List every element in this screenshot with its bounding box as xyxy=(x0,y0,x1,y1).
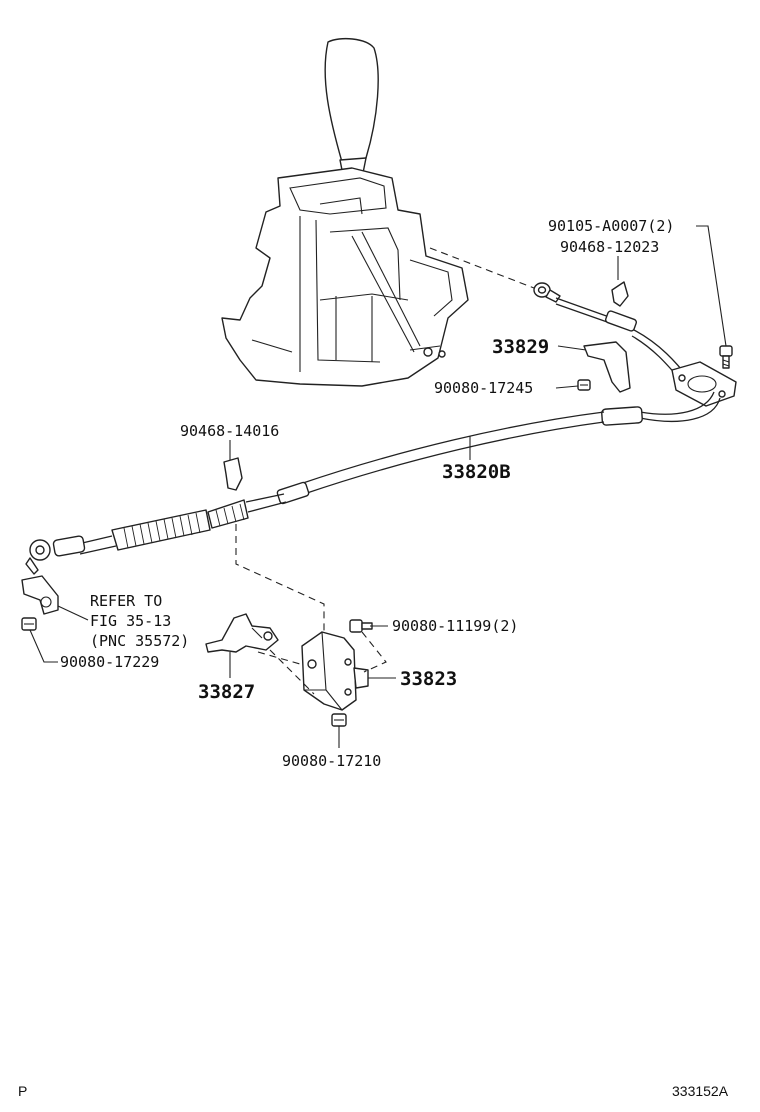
label-33829: 33829 xyxy=(492,336,549,358)
label-90080-17245: 90080-17245 xyxy=(434,379,533,397)
label-pnc-35572: (PNC 35572) xyxy=(90,632,189,650)
bracket-33827 xyxy=(205,613,279,653)
grommet-plate xyxy=(671,361,737,407)
assembly-dashed-line-2 xyxy=(257,651,301,665)
label-90080-17210: 90080-17210 xyxy=(282,752,381,770)
label-fig-35-13: FIG 35-13 xyxy=(90,612,171,630)
assembly-dashed-line-4 xyxy=(361,631,387,673)
footer-left-mark: P xyxy=(18,1083,27,1099)
label-90468-12023: 90468-12023 xyxy=(560,238,659,256)
label-90105-A0007: 90105-A0007(2) xyxy=(548,217,674,235)
figure-code: 333152A xyxy=(672,1083,729,1099)
leader-refer-fig xyxy=(57,605,89,621)
bolt-90105-A0007 xyxy=(719,345,733,369)
retainer-clip-upper xyxy=(611,281,629,307)
bracket-33823 xyxy=(301,631,369,711)
nut-90080-17229 xyxy=(21,617,37,631)
nut-90080-17245 xyxy=(577,379,591,391)
label-90468-14016: 90468-14016 xyxy=(180,422,279,440)
label-refer-to: REFER TO xyxy=(90,592,162,610)
leader-90105-A0007 xyxy=(696,225,727,347)
cable-route-dashed-line xyxy=(429,247,535,289)
label-33827: 33827 xyxy=(198,681,255,703)
cable-bracket-left xyxy=(21,575,59,615)
retainer-clip-lower xyxy=(223,457,243,491)
label-33823: 33823 xyxy=(400,668,457,690)
label-90080-11199: 90080-11199(2) xyxy=(392,617,518,635)
shift-lever-assembly xyxy=(221,37,469,387)
leader-90080-17245 xyxy=(555,385,579,389)
transmission-control-cable xyxy=(25,391,721,575)
leader-90080-17229 xyxy=(29,629,58,663)
bolt-90080-11199 xyxy=(349,619,373,633)
assembly-dashed-line-3 xyxy=(269,649,315,695)
leader-33829 xyxy=(557,345,587,351)
bracket-33829 xyxy=(583,341,631,393)
assembly-dashed-line-1 xyxy=(235,524,325,634)
nut-90080-17210 xyxy=(331,713,347,727)
label-90080-17229: 90080-17229 xyxy=(60,653,159,671)
label-33820B: 33820B xyxy=(442,461,511,483)
